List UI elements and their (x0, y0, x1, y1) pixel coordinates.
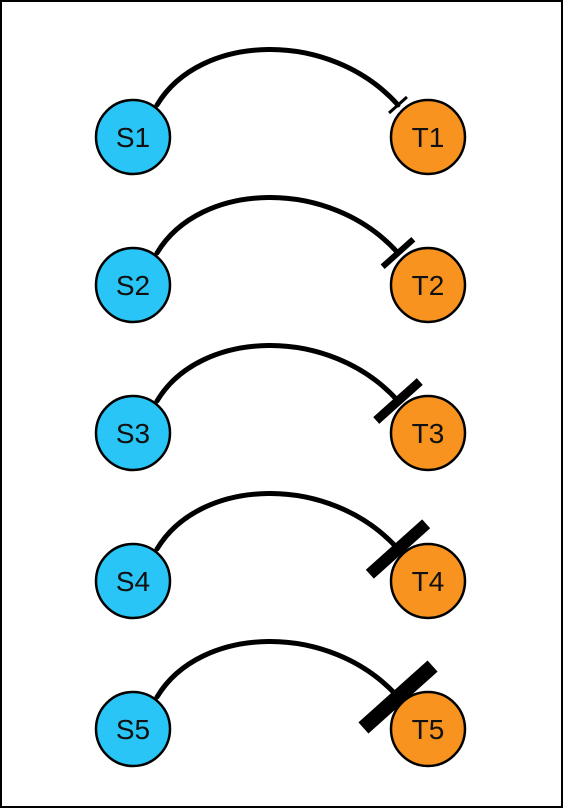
pair-4: S4 T4 (94, 491, 467, 620)
source-node (94, 246, 172, 324)
target-node (389, 246, 467, 324)
target-node-label: T4 (412, 566, 445, 597)
pair-3: S3 T3 (94, 343, 467, 472)
target-node (389, 542, 467, 620)
source-node-label: S5 (116, 714, 150, 745)
inhibition-bar (380, 237, 416, 269)
target-node (389, 98, 467, 176)
pair-5: S5 T5 (94, 639, 467, 768)
target-node (389, 690, 467, 768)
target-node-label: T1 (412, 122, 445, 153)
source-node (94, 394, 172, 472)
inhibition-edge (154, 47, 401, 108)
source-node-label: S1 (116, 122, 150, 153)
inhibition-edge (154, 195, 401, 256)
inhibition-bar (358, 660, 438, 734)
inhibition-bar (388, 95, 408, 115)
source-node (94, 542, 172, 620)
source-node-label: S2 (116, 270, 150, 301)
source-node (94, 690, 172, 768)
source-node (94, 98, 172, 176)
source-node-label: S3 (116, 418, 150, 449)
inhibition-edge (154, 343, 401, 404)
inhibition-edge (154, 491, 401, 552)
target-node-label: T3 (412, 418, 445, 449)
target-node-label: T2 (412, 270, 445, 301)
target-node-label: T5 (412, 714, 445, 745)
inhibition-bar (373, 378, 423, 424)
inhibition-edge (154, 639, 401, 700)
source-node-label: S4 (116, 566, 150, 597)
inhibition-bar (365, 519, 431, 579)
pair-1: S1 T1 (94, 47, 467, 176)
pair-2: S2 T2 (94, 195, 467, 324)
target-node (389, 394, 467, 472)
